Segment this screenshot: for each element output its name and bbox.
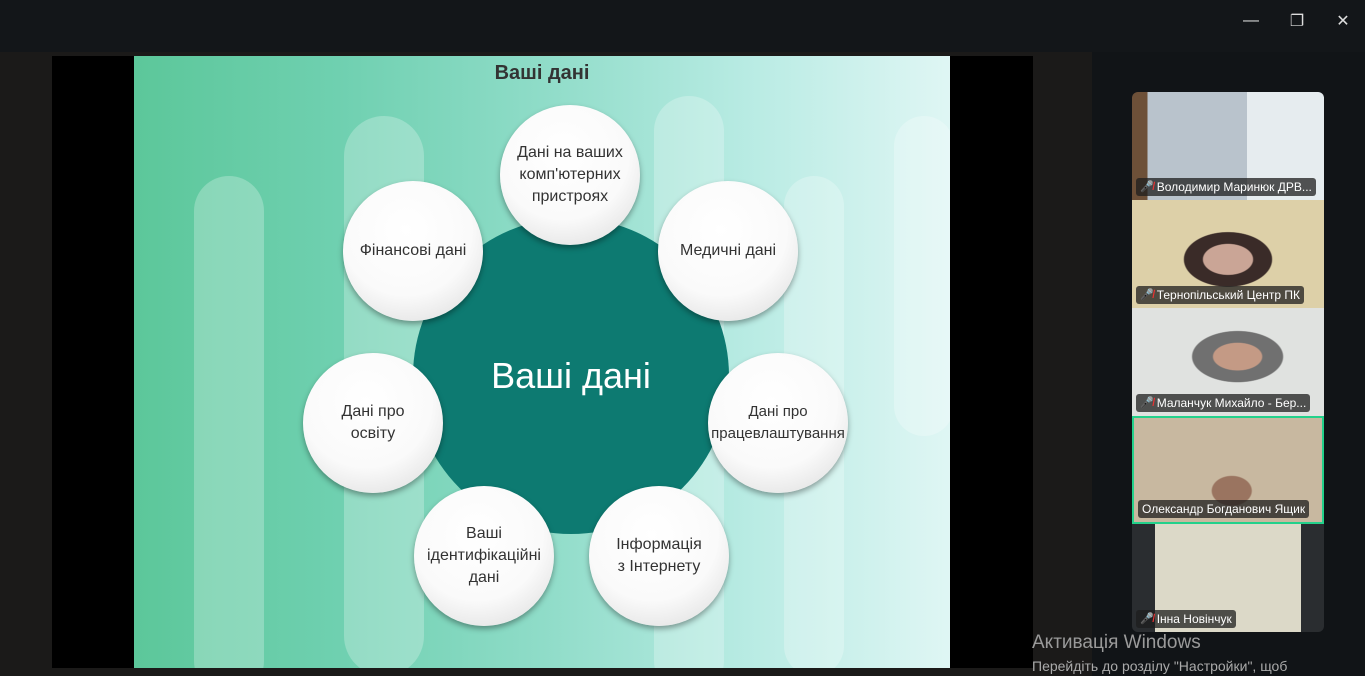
bubble-financial: Фінансові дані — [343, 181, 483, 321]
minimize-button[interactable]: — — [1243, 12, 1259, 29]
participant-video-active[interactable]: Олександр Богданович Ящик — [1132, 416, 1324, 524]
bubble-devices: Дані на ваших комп'ютерних пристроях — [500, 105, 640, 245]
restore-button[interactable]: ❐ — [1289, 13, 1305, 30]
title-bar: — ❐ ✕ — [0, 0, 1365, 52]
participant-video[interactable]: 🎤̸Володимир Маринюк ДРВ... — [1132, 92, 1324, 200]
slide-title: Ваші дані — [494, 62, 590, 84]
close-button[interactable]: ✕ — [1336, 13, 1350, 30]
participant-name: Інна Новінчук — [1156, 612, 1232, 626]
participant-video[interactable]: 🎤̸Тернопільський Центр ПК — [1132, 200, 1324, 308]
participant-name: Маланчук Михайло - Бер... — [1156, 396, 1307, 410]
bubble-identification: Ваші ідентифікаційні дані — [414, 486, 554, 626]
participant-video[interactable]: 🎤̸Інна Новінчук — [1132, 524, 1324, 632]
participant-name: Олександр Богданович Ящик — [1142, 502, 1306, 516]
bubble-medical: Медичні дані — [658, 181, 798, 321]
windows-activation-watermark: Активація Windows Перейдіть до розділу "… — [1032, 632, 1287, 674]
participant-name: Володимир Маринюк ДРВ... — [1156, 180, 1312, 194]
bubble-education: Дані про освіту — [303, 353, 443, 493]
mic-muted-icon: 🎤̸ — [1140, 397, 1154, 409]
activation-title: Активація Windows — [1032, 632, 1201, 653]
mic-muted-icon: 🎤̸ — [1140, 613, 1154, 625]
participant-name: Тернопільський Центр ПК — [1156, 288, 1300, 302]
mic-muted-icon: 🎤̸ — [1140, 289, 1154, 301]
presentation-slide: Ваші дані Ваші дані Дані на ваших комп'ю… — [134, 56, 950, 668]
bubble-internet: Інформація з Інтернету — [589, 486, 729, 626]
activation-subtitle: Перейдіть до розділу "Настройки", щоб — [1032, 658, 1288, 674]
mic-muted-icon: 🎤̸ — [1140, 181, 1154, 193]
bubble-employment: Дані про працевлаштування — [708, 353, 848, 493]
participant-video[interactable]: 🎤̸Маланчук Михайло - Бер... — [1132, 308, 1324, 416]
